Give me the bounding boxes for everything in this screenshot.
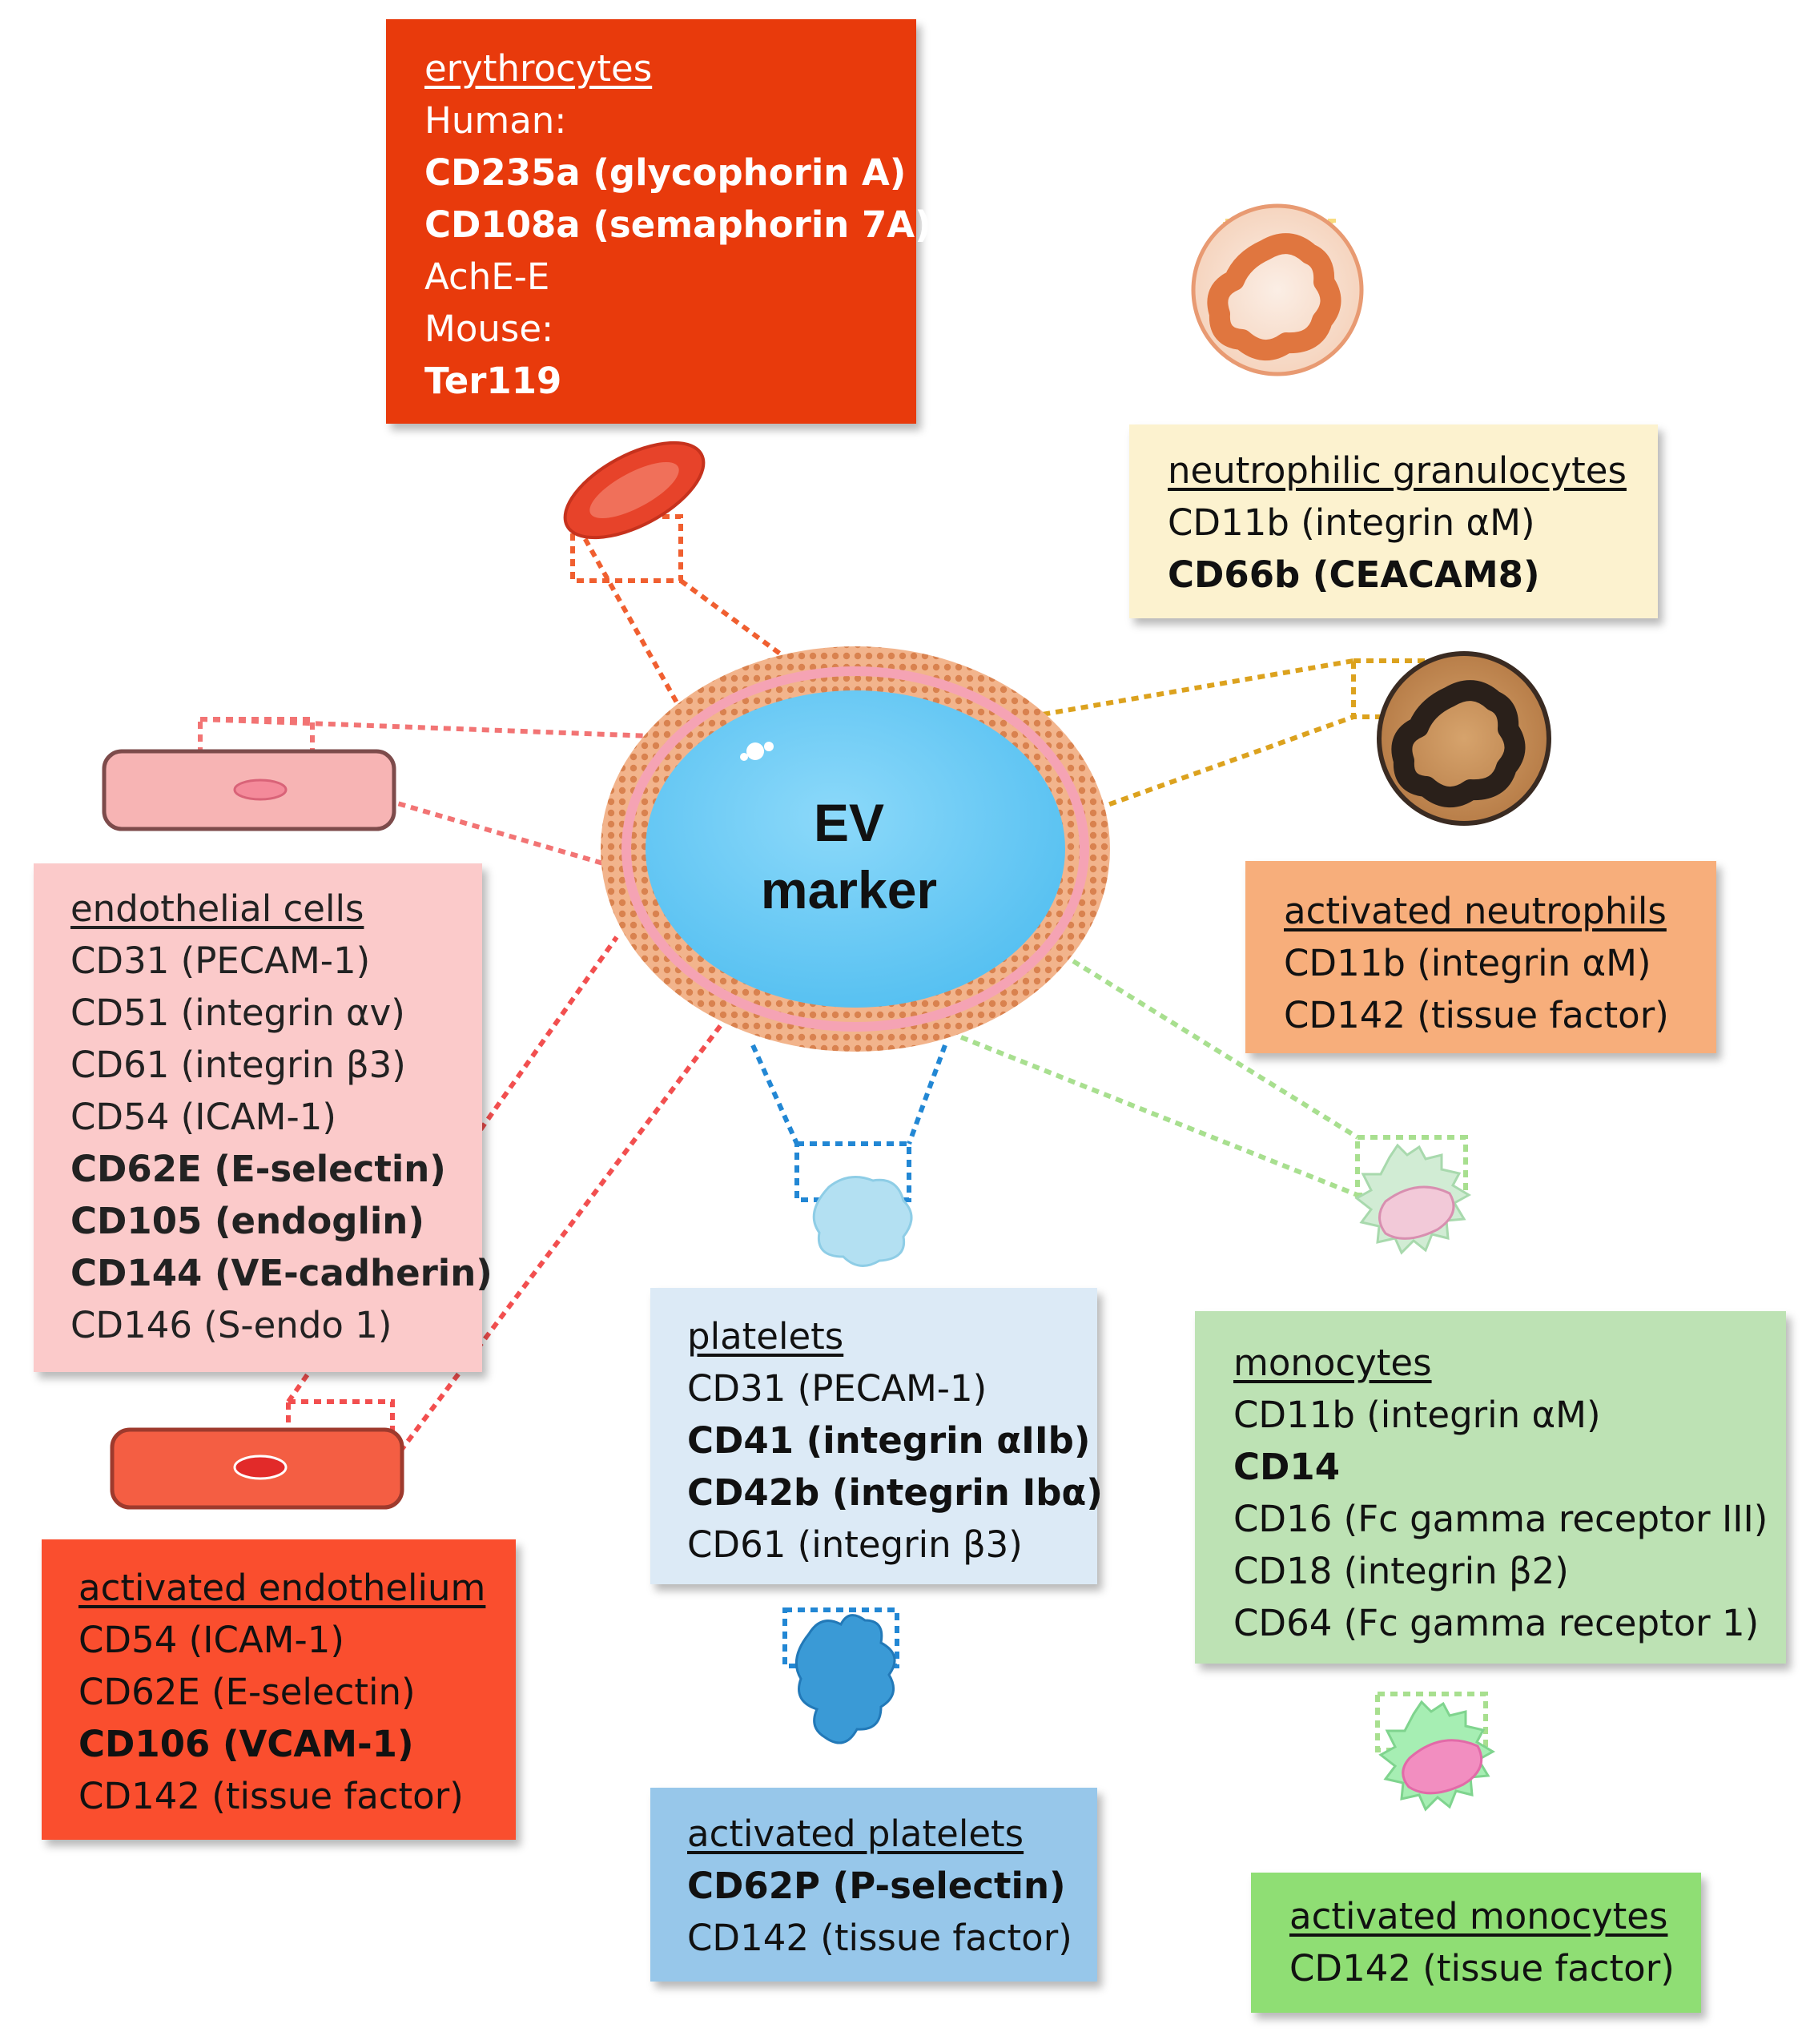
ev-highlight-small	[764, 742, 774, 751]
marker-item: CD142 (tissue factor)	[1289, 1947, 1675, 1990]
marker-item: CD14	[1233, 1446, 1341, 1488]
ev-lumen	[646, 690, 1065, 1008]
ev-highlight-large	[746, 742, 764, 760]
ev-marker-label: EV marker	[713, 789, 985, 923]
marker-item: CD61 (integrin β3)	[687, 1523, 1023, 1566]
marker-item: CD51 (integrin αv)	[70, 992, 405, 1034]
activated-monocytes-marker-list: CD142 (tissue factor)	[1289, 1942, 1701, 1994]
connector-platelet-left	[750, 1044, 799, 1145]
erythrocytes-marker-list: Human: CD235a (glycophorin A) CD108a (sema…	[424, 95, 931, 407]
marker-item: CD108a (semaphorin 7A)	[424, 203, 931, 246]
neutrophil-illustration	[1191, 203, 1364, 376]
marker-item: CD66b (CEACAM8)	[1168, 553, 1540, 596]
connector-erythrocyte-left	[570, 515, 687, 718]
marker-item: CD18 (integrin β2)	[1233, 1550, 1569, 1592]
marker-item: CD142 (tissue factor)	[78, 1775, 464, 1817]
endothelial-cell-illustration	[102, 749, 396, 831]
platelet-illustration	[812, 1176, 913, 1267]
marker-item: AchE-E	[424, 256, 550, 298]
erythrocyte-illustration	[563, 441, 706, 540]
marker-item: CD11b (integrin αM)	[1284, 942, 1651, 984]
activated-platelets-marker-list: CD62P (P-selectin) CD142 (tissue factor)	[687, 1860, 1097, 1964]
marker-item: CD105 (endoglin)	[70, 1200, 424, 1242]
marker-item: CD11b (integrin αM)	[1168, 501, 1535, 544]
marker-item: CD142 (tissue factor)	[687, 1917, 1072, 1959]
activated-monocyte-illustration	[1378, 1700, 1495, 1812]
marker-item: CD31 (PECAM-1)	[70, 940, 371, 982]
activated-platelet-illustration	[794, 1614, 896, 1744]
marker-item: CD31 (PECAM-1)	[687, 1367, 987, 1410]
activated-monocytes-box: activated monocytes CD142 (tissue factor…	[1251, 1873, 1701, 2013]
activated-endothelium-illustration	[110, 1427, 404, 1510]
marker-item: CD11b (integrin αM)	[1233, 1394, 1601, 1436]
connector-neutrophil-top	[1004, 658, 1354, 723]
connector-endothelial-top	[199, 717, 674, 739]
ev-label-line1: EV	[813, 793, 885, 852]
activated-neutrophils-title: activated neutrophils	[1284, 890, 1667, 932]
activated-neutrophils-marker-list: CD11b (integrin αM) CD142 (tissue factor)	[1284, 937, 1716, 1041]
activated-monocytes-title: activated monocytes	[1289, 1895, 1668, 1937]
marker-item: CD235a (glycophorin A)	[424, 151, 907, 194]
zoom-frame-endothelial	[198, 717, 315, 781]
connector-platelet-right	[907, 1044, 947, 1145]
activated-neutrophil-illustration	[1377, 651, 1551, 826]
endothelial-cells-box: endothelial cells CD31 (PECAM-1) CD51 (in…	[34, 863, 493, 1372]
marker-item: CD62E (E-selectin)	[78, 1671, 416, 1713]
connector-neutrophil-bottom	[1084, 714, 1355, 815]
ev-highlight-dot	[740, 753, 748, 761]
marker-item: CD106 (VCAM-1)	[78, 1723, 414, 1765]
marker-item: CD142 (tissue factor)	[1284, 994, 1669, 1036]
ev-label-line2: marker	[760, 860, 938, 919]
connector-erythrocyte-right	[679, 578, 819, 683]
platelets-marker-list: CD31 (PECAM-1) CD41 (integrin αIIb) CD42b …	[687, 1362, 1103, 1571]
erythrocytes-title: erythrocytes	[424, 47, 653, 90]
marker-item: CD64 (Fc gamma receptor 1)	[1233, 1602, 1760, 1644]
marker-item: CD146 (S-endo 1)	[70, 1304, 392, 1346]
monocytes-title: monocytes	[1233, 1342, 1432, 1384]
activated-platelets-title: activated platelets	[687, 1813, 1024, 1855]
marker-item: Human:	[424, 99, 567, 142]
marker-item: Mouse:	[424, 308, 554, 350]
endothelial-cells-marker-list: CD31 (PECAM-1) CD51 (integrin αv) CD61 (in…	[70, 935, 493, 1351]
marker-item: Ter119	[424, 360, 562, 402]
endothelial-cells-title: endothelial cells	[70, 887, 364, 930]
marker-item: CD54 (ICAM-1)	[78, 1619, 344, 1661]
platelets-box: platelets CD31 (PECAM-1) CD41 (integrin α…	[650, 1288, 1103, 1584]
connector-monocyte-bottom	[959, 1035, 1359, 1197]
connector-actendo-right	[390, 1024, 723, 1463]
marker-item: CD42b (integrin Ibα)	[687, 1471, 1103, 1514]
ev-illustration	[601, 646, 1110, 1052]
marker-item: CD16 (Fc gamma receptor III)	[1233, 1498, 1768, 1540]
connector-monocyte-top	[1072, 959, 1359, 1140]
neutrophilic-granulocytes-box: neutrophilic granulocytes CD11b (integri…	[1129, 424, 1658, 618]
marker-item: CD41 (integrin αIIb)	[687, 1419, 1091, 1462]
activated-platelets-box: activated platelets CD62P (P-selectin)CD…	[650, 1788, 1097, 1982]
marker-item: CD62E (E-selectin)	[70, 1148, 446, 1190]
marker-item: CD61 (integrin β3)	[70, 1044, 406, 1086]
activated-neutrophils-box: activated neutrophils CD11b (integrin αM…	[1245, 861, 1716, 1053]
neutrophilic-granulocytes-title: neutrophilic granulocytes	[1168, 449, 1627, 492]
activated-endothelium-box: activated endothelium CD54 (ICAM-1) CD62E…	[42, 1539, 516, 1840]
marker-item: CD54 (ICAM-1)	[70, 1096, 336, 1138]
marker-item: CD144 (VE-cadherin)	[70, 1252, 493, 1294]
neutrophilic-granulocytes-marker-list: CD11b (integrin αM) CD66b (CEACAM8)	[1168, 497, 1658, 601]
erythrocytes-box: erythrocytes Human: CD235a (glycophorin A…	[386, 19, 931, 424]
activated-endothelium-marker-list: CD54 (ICAM-1) CD62E (E-selectin) CD106 (VC…	[78, 1614, 516, 1822]
marker-item: CD62P (P-selectin)	[687, 1865, 1066, 1907]
platelets-title: platelets	[687, 1315, 844, 1358]
activated-endothelium-title: activated endothelium	[78, 1567, 486, 1609]
monocyte-illustration	[1354, 1143, 1471, 1255]
